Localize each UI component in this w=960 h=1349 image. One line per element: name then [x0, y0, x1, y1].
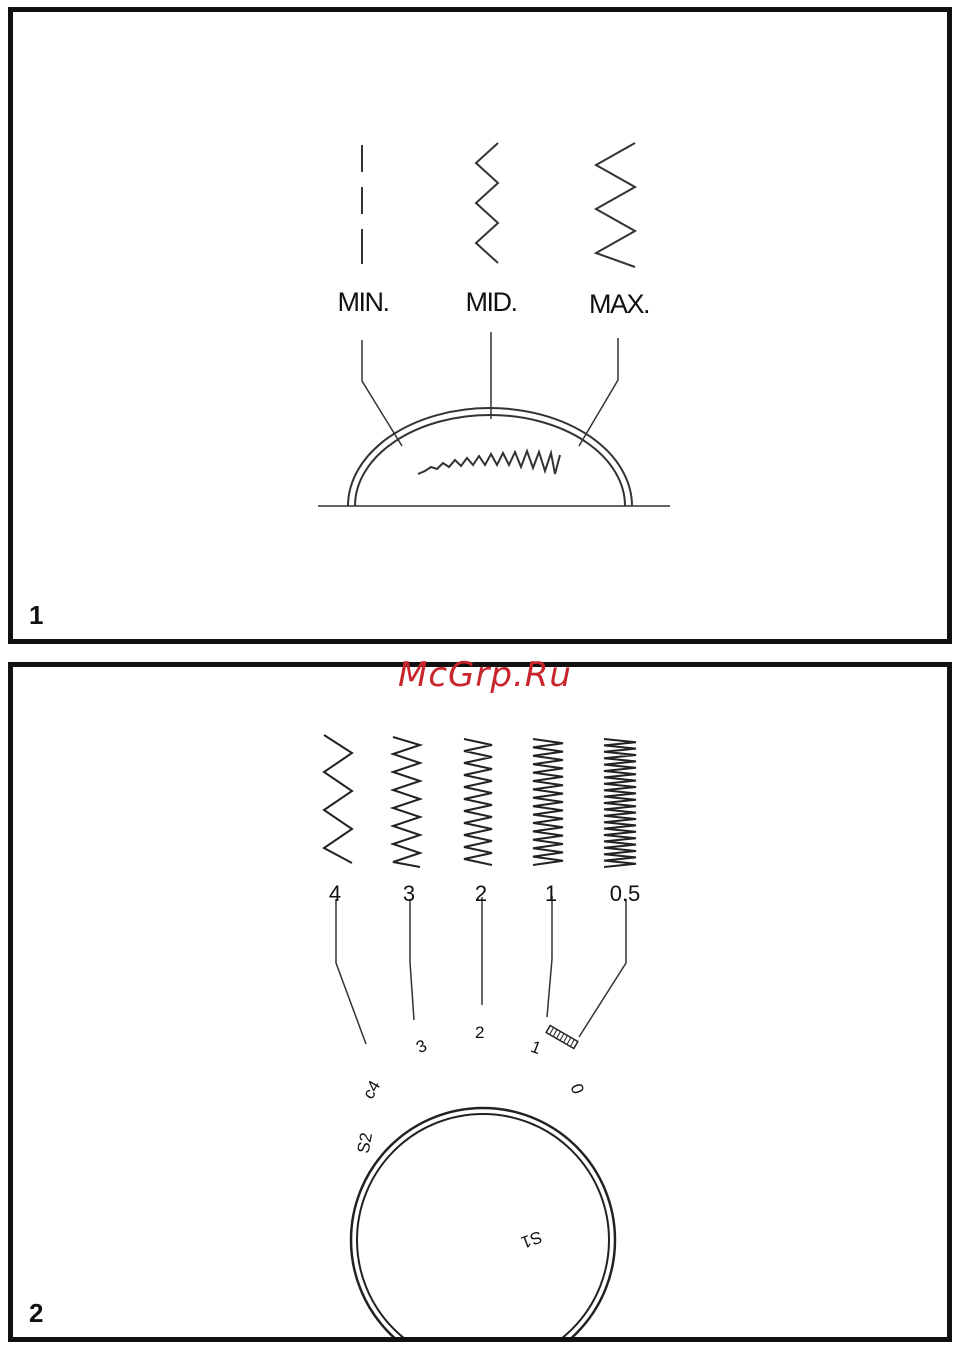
figure-2-panel: 4 3 2 1 0.5 3 2 1 0 c4 S2 S1 2	[8, 662, 952, 1342]
figure-2-drawing	[13, 667, 947, 1337]
label-max: MAX.	[589, 289, 649, 320]
zigzag-mid-icon	[476, 143, 498, 263]
dial-mark-s2: S2	[354, 1131, 377, 1155]
label-mid: MID.	[466, 287, 517, 318]
dial-mark-2: 2	[475, 1023, 484, 1043]
zigzag-width-3-icon	[393, 737, 420, 867]
satin-stitch-icon	[546, 1026, 578, 1049]
zigzag-width-05-icon	[604, 739, 636, 867]
width-label-1: 1	[545, 881, 557, 907]
knob-zigzag-icon	[418, 451, 560, 474]
zigzag-width-1-icon	[533, 739, 563, 865]
label-min: MIN.	[338, 287, 389, 318]
zigzag-max-icon	[596, 143, 635, 267]
zigzag-width-2-icon	[464, 739, 492, 865]
width-label-3: 3	[403, 881, 415, 907]
figure-1-panel: MIN. MID. MAX. 1	[8, 7, 952, 644]
figure-1-drawing	[13, 12, 947, 639]
figure-1-number: 1	[29, 600, 43, 631]
leader-lines	[336, 896, 626, 1044]
width-label-4: 4	[329, 881, 341, 907]
figure-2-number: 2	[29, 1298, 43, 1329]
width-label-05: 0.5	[610, 881, 641, 907]
stitch-width-knob	[318, 408, 670, 506]
stitch-width-dial	[351, 1108, 615, 1337]
zigzag-width-4-icon	[324, 735, 352, 863]
watermark-text: McGrp.Ru	[0, 655, 960, 695]
width-label-2: 2	[475, 881, 487, 907]
